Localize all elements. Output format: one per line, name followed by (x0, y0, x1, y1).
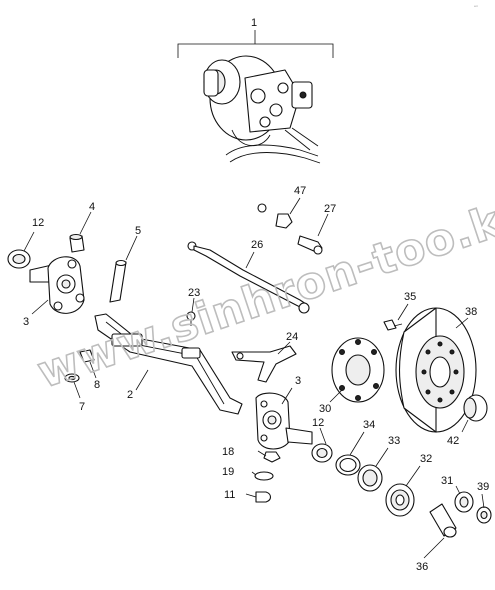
bolt-35 (383, 303, 409, 331)
callout-label: 31 (441, 475, 453, 487)
tie-rod-end-27 (297, 213, 329, 255)
steering-knuckle-3-right (255, 387, 313, 450)
callout-label: 7 (79, 401, 85, 413)
callout-label: 33 (388, 435, 400, 447)
corner-mark: ᵉⁿ (474, 5, 478, 11)
callout-label: 2 (127, 389, 133, 401)
bearing-32 (385, 465, 421, 517)
callout-label: 8 (94, 379, 100, 391)
king-pin-5 (109, 235, 138, 303)
callout-label: 1 (251, 17, 257, 29)
wheel-hub-30 (329, 337, 385, 403)
callout-label: 12 (32, 217, 44, 229)
seal-ring-12-right (311, 427, 333, 463)
washer-39 (476, 493, 492, 524)
hub-cap-42 (461, 394, 488, 433)
callout-label: 4 (89, 201, 95, 213)
callout-label: 5 (135, 225, 141, 237)
seal-ring-12-left (7, 231, 35, 269)
nut-18 (257, 450, 281, 463)
nut-8 (79, 349, 97, 379)
callout-label: 34 (363, 419, 375, 431)
callout-label: 11 (224, 489, 235, 501)
nut-47 (257, 197, 301, 229)
tie-rod-26 (187, 241, 310, 314)
washer-7 (64, 373, 81, 399)
nut-31 (454, 485, 474, 513)
bolt-23 (186, 297, 196, 326)
brake-assembly-1 (177, 30, 334, 164)
steering-knuckle-3-left (29, 256, 85, 315)
callout-label: 38 (465, 306, 477, 318)
bearing-33 (357, 447, 389, 492)
callout-label: 30 (319, 403, 331, 415)
callout-label: 47 (294, 185, 306, 197)
callout-label: 24 (286, 331, 298, 343)
callout-label: 35 (404, 291, 416, 303)
bushing-4 (69, 211, 92, 253)
callout-label: 36 (416, 561, 428, 573)
callout-label: 42 (447, 435, 459, 447)
axle-beam-2 (94, 313, 243, 415)
callout-label: 39 (477, 481, 489, 493)
ring-34 (335, 431, 365, 476)
callout-label: 3 (23, 316, 29, 328)
callout-label: 19 (222, 466, 234, 478)
pin-11 (245, 491, 272, 503)
washer-19 (251, 471, 274, 481)
callout-label: 23 (188, 287, 200, 299)
callout-label: 26 (251, 239, 263, 251)
spindle-36 (423, 503, 457, 559)
steering-arm-24 (231, 341, 297, 383)
callout-label: 32 (420, 453, 432, 465)
callout-label: 3 (295, 375, 301, 387)
callout-label: 12 (312, 417, 324, 429)
callout-label: 27 (324, 203, 336, 215)
callout-label: 18 (222, 446, 234, 458)
brake-drum-38 (395, 307, 477, 433)
